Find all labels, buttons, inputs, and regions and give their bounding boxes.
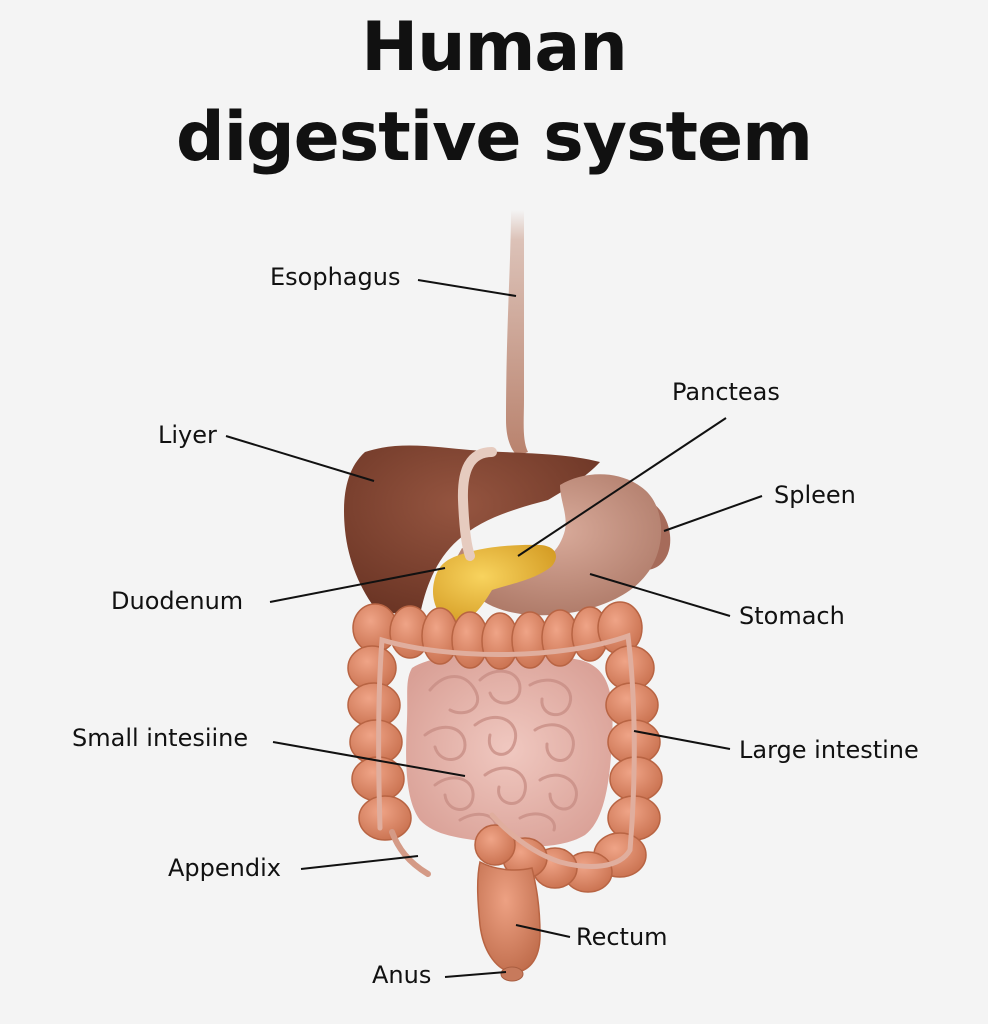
leader-line-large-intestine bbox=[633, 730, 731, 750]
leader-line-esophagus bbox=[417, 279, 517, 297]
pancreas-shape bbox=[432, 544, 556, 624]
appendix-shape bbox=[389, 829, 431, 877]
leader-line-appendix bbox=[300, 855, 419, 870]
esophagus-shape bbox=[506, 210, 528, 456]
label-spleen: Spleen bbox=[774, 481, 856, 509]
title-line-1: Human bbox=[361, 8, 627, 87]
leader-line-spleen bbox=[663, 495, 763, 532]
label-stomach: Stomach bbox=[739, 602, 845, 630]
duodenum-shape bbox=[457, 447, 497, 561]
leader-line-anus bbox=[444, 971, 507, 978]
anus-shape bbox=[500, 966, 524, 982]
rectum-shape bbox=[476, 860, 541, 973]
label-rectum: Rectum bbox=[576, 923, 668, 951]
taenia-band bbox=[376, 632, 637, 869]
leader-line-liver bbox=[225, 435, 375, 482]
label-appendix: Appendix bbox=[168, 854, 281, 882]
label-large-intestine: Large intestine bbox=[739, 736, 919, 764]
small-intestine-coils bbox=[423, 669, 578, 834]
label-esophagus: Esophagus bbox=[270, 263, 401, 291]
liver-shape bbox=[344, 445, 600, 615]
leader-line-duodenum bbox=[269, 567, 446, 603]
leader-line-rectum bbox=[515, 924, 571, 938]
leader-line-small-intestine bbox=[272, 741, 466, 777]
label-liver: Liyer bbox=[158, 421, 217, 449]
leader-line-pancreas bbox=[517, 417, 727, 557]
label-small-intestine: Small intesiine bbox=[72, 724, 249, 752]
label-duodenum: Duodenum bbox=[111, 587, 244, 615]
label-pancreas: Pancteas bbox=[672, 378, 780, 406]
leader-line-stomach bbox=[589, 573, 731, 617]
label-anus: Anus bbox=[372, 961, 432, 989]
title-line-2: digestive system bbox=[176, 98, 813, 177]
